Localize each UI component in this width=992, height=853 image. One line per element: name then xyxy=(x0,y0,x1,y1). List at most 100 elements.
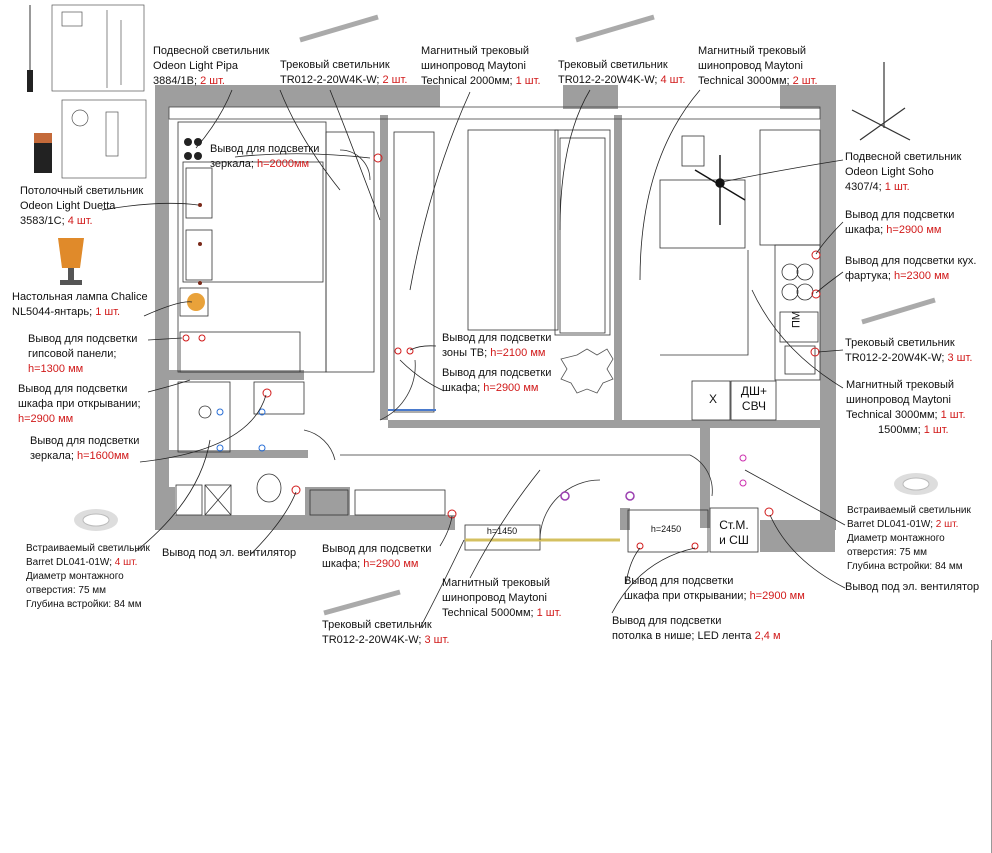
stm-line-2: и СШ xyxy=(719,533,749,547)
chalice-lamp-thumbnail xyxy=(58,238,84,285)
label-track-hall: Трековый светильник TR012-2-20W4K-W; 3 ш… xyxy=(322,618,449,648)
pipa-l1: Подвесной светильник xyxy=(153,45,270,57)
tv-qty: h=2100 мм xyxy=(490,347,546,359)
wardrobe-hall-l1: Вывод для подсветки xyxy=(322,543,432,555)
barret-r-qty: 2 шт. xyxy=(935,519,959,530)
barret-right-thumbnail xyxy=(894,473,938,495)
wardrobe-open-l-l2: шкафа при открывании; xyxy=(18,398,141,410)
barret-r-l4: отверстия: 75 мм xyxy=(847,547,928,558)
label-wardrobe-open-left: Вывод для подсветки шкафа при открывании… xyxy=(18,382,141,427)
soho-pendant-thumbnail xyxy=(851,62,911,141)
barret-r-l3: Диаметр монтажного xyxy=(847,533,945,544)
rail5000-row: Technical 5000мм; 1 шт. xyxy=(442,606,562,621)
niche-qty: 2,4 м xyxy=(754,630,781,642)
soho-cross xyxy=(694,155,746,225)
label-wardrobe-mid: Вывод для подсветки шкафа; h=2900 мм xyxy=(442,366,551,396)
wardrobe-mid-l1: Вывод для подсветки xyxy=(442,367,552,379)
barret-r-l1: Встраиваемый светильник xyxy=(847,505,971,516)
label-gypsum: Вывод для подсветки гипсовой панели; h=1… xyxy=(28,332,137,377)
track-hall-row: TR012-2-20W4K-W; 3 шт. xyxy=(322,633,449,648)
wardrobe-kitchen-l1: Вывод для подсветки xyxy=(845,209,955,221)
wardrobe-mid-row: шкафа; h=2900 мм xyxy=(442,381,551,396)
rail5000-l2: шинопровод Maytoni xyxy=(442,592,547,604)
rail-kitchen-l4: 1500мм; xyxy=(878,424,924,436)
lamp-l1: Настольная лампа Chalice xyxy=(12,291,148,303)
gypsum-l1: Вывод для подсветки xyxy=(28,333,138,345)
rail2000-l3: Technical 2000мм; xyxy=(421,75,516,87)
duetta-dot-3 xyxy=(198,281,202,285)
rail-kitchen-row: Technical 3000мм; 1 шт. xyxy=(846,408,966,423)
track-kitchen-row: TR012-2-20W4K-W; 3 шт. xyxy=(845,351,972,366)
living-room xyxy=(379,129,614,421)
kitchen-x-box-label: Х xyxy=(708,392,717,406)
label-duetta: Потолочный светильник Odeon Light Duetta… xyxy=(20,184,143,229)
soho-row: 4307/4; 1 шт. xyxy=(845,180,961,195)
barret-l-l4: отверстия: 75 мм xyxy=(26,585,107,596)
mirror1600-l2: зеркала; xyxy=(30,450,77,462)
label-rail-kitchen: Магнитный трековый шинопровод Maytoni Te… xyxy=(846,378,966,438)
barret-l-l5: Глубина встройки: 84 мм xyxy=(26,599,142,610)
soho-l3: 4307/4; xyxy=(845,181,885,193)
stm-box-label: Ст.М. и СШ xyxy=(712,518,756,548)
track-kitchen-l1: Трековый светильник xyxy=(845,337,955,349)
track-bedroom-qty: 2 шт. xyxy=(382,74,408,86)
spec-drawing-1 xyxy=(51,4,145,92)
label-apron: Вывод для подсветки кух. фартука; h=2300… xyxy=(845,254,976,284)
apron-qty: h=2300 мм xyxy=(894,270,950,282)
gypsum-qty: h=1300 мм xyxy=(28,363,84,375)
soho-l2: Odeon Light Soho xyxy=(845,166,934,178)
label-mirror-1600: Вывод для подсветки зеркала; h=1600мм xyxy=(30,434,139,464)
mirror1600-row: зеркала; h=1600мм xyxy=(30,449,139,464)
rail-kitchen-qty2: 1 шт. xyxy=(923,424,949,436)
track-bedroom-l1: Трековый светильник xyxy=(280,59,390,71)
label-track-living: Трековый светильник TR012-2-20W4K-W; 4 ш… xyxy=(558,58,685,88)
label-fan-right: Вывод под эл. вентилятор xyxy=(845,580,979,595)
barret-l-qty: 4 шт. xyxy=(114,557,138,568)
track-living-l1: Трековый светильник xyxy=(558,59,668,71)
pipa-dot-4 xyxy=(194,152,202,160)
duetta-dot-2 xyxy=(198,242,202,246)
pipa-dot-3 xyxy=(184,152,192,160)
niche-row: потолка в нише; LED лента 2,4 м xyxy=(612,629,781,644)
mirror2000-row: зеркала; h=2000мм xyxy=(210,157,319,172)
wardrobe-hall-qty: h=2900 мм xyxy=(363,558,419,570)
label-tv: Вывод для подсветки зоны ТВ; h=2100 мм xyxy=(442,331,551,361)
wardrobe-hall-l2: шкафа; xyxy=(322,558,364,570)
wardrobe-kitchen-qty: h=2900 мм xyxy=(886,224,942,236)
mirror1600-qty: h=1600мм xyxy=(76,450,130,462)
dsh-line-1: ДШ+ xyxy=(740,384,768,398)
label-barret-right: Встраиваемый светильник Barret DL041-01W… xyxy=(847,504,971,574)
track-thumb-2 xyxy=(575,14,655,43)
duetta-dot-1 xyxy=(198,203,202,207)
barret-l-row: Barret DL041-01W; 4 шт. xyxy=(26,556,150,570)
pendant-pipa-thumbnail xyxy=(27,5,33,92)
wardrobe-open-l-qty: h=2900 мм xyxy=(18,413,74,425)
rail-kitchen-l2: шинопровод Maytoni xyxy=(846,394,951,406)
niche-l1: Вывод для подсветки xyxy=(612,615,722,627)
niche-l2: потолка в нише; LED лента xyxy=(612,630,755,642)
mirror2000-l2: зеркала; xyxy=(210,158,257,170)
duetta-row: 3583/1C; 4 шт. xyxy=(20,214,143,229)
rail-kitchen-l3: Technical 3000мм; xyxy=(846,409,941,421)
wardrobe-open-r-l2: шкафа при открывании; xyxy=(624,590,750,602)
wardrobe-kitchen-l2: шкафа; xyxy=(845,224,887,236)
track-kitchen-qty: 3 шт. xyxy=(947,352,973,364)
rail2000-l2: шинопровод Maytoni xyxy=(421,60,526,72)
barret-l-l2: Barret DL041-01W; xyxy=(26,557,115,568)
lamp-l2: NL5044-янтарь; xyxy=(12,306,96,318)
label-track-bedroom: Трековый светильник TR012-2-20W4K-W; 2 ш… xyxy=(280,58,407,88)
label-niche: Вывод для подсветки потолка в нише; LED … xyxy=(612,614,781,644)
track-living-qty: 4 шт. xyxy=(660,74,686,86)
track-living-row: TR012-2-20W4K-W; 4 шт. xyxy=(558,73,685,88)
rail5000-l1: Магнитный трековый xyxy=(442,577,551,589)
tv-l2: зоны ТВ; xyxy=(442,347,491,359)
h1450-label: h=1450 xyxy=(486,526,518,536)
apron-l1: Вывод для подсветки кух. xyxy=(845,255,977,267)
lamp-row: NL5044-янтарь; 1 шт. xyxy=(12,305,148,320)
wardrobe-open-r-l1: Вывод для подсветки xyxy=(624,575,734,587)
rail-kitchen-qty: 1 шт. xyxy=(940,409,966,421)
rail5000-l3: Technical 5000мм; xyxy=(442,607,537,619)
rail-kitchen-row2: 1500мм; 1 шт. xyxy=(846,423,966,438)
mirror2000-qty: h=2000мм xyxy=(256,158,310,170)
barret-left-thumbnail xyxy=(74,509,118,531)
